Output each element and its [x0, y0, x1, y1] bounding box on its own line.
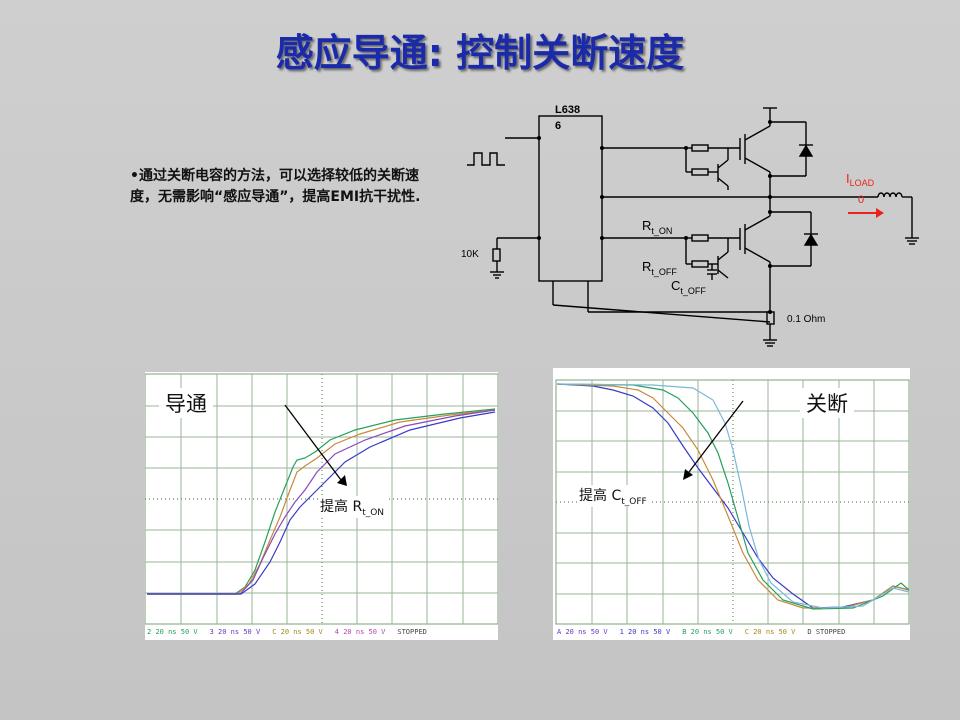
input-pulse-waveform: [467, 152, 505, 166]
scope-turn-off-plot: [555, 379, 910, 625]
scope-turn-off-footer: A 20 ns 50 V 1 20 ns 50 V B 20 ns 50 V C…: [557, 628, 846, 636]
annotation-arrow-toff: [688, 400, 744, 473]
trace-ton-blue: [147, 411, 496, 595]
junction-dots: [537, 120, 772, 314]
circuit-diagram: L638 6 10K Rt_ON Rt_OFF Ct_OFF ILOAD 0 0…: [461, 104, 919, 347]
trace-toff-light: [556, 383, 910, 609]
ic-label-line2: 6: [555, 120, 561, 132]
ic-label-line1: L638: [555, 104, 580, 116]
resistor-10k: [492, 248, 501, 262]
iload-zero: 0: [858, 194, 864, 206]
bullet-mark: •: [130, 168, 139, 184]
scope-turn-off-callout: 关断: [800, 388, 854, 418]
rton-label: Rt_ON: [642, 218, 672, 236]
trace-ton-green: [147, 408, 496, 595]
rtoff-label: Rt_OFF: [642, 259, 677, 277]
resistor-rton: [691, 234, 709, 242]
ctoff-label: Ct_OFF: [671, 278, 706, 296]
slide-title: 感应导通: 控制关断速度: [275, 31, 685, 75]
trace-toff-green: [556, 383, 910, 610]
bullet-text: 通过关断电容的方法，可以选择较低的关断速度，无需影响“感应导通”，提高EMI抗干…: [130, 168, 421, 205]
resistor-rtoff: [691, 260, 709, 268]
scope-turn-on-note: 提高 Rt_ON: [318, 496, 387, 518]
trace-ton-purple: [147, 409, 496, 595]
iload-label: ILOAD: [846, 171, 875, 188]
annotation-arrow-ton: [284, 404, 342, 481]
scope-turn-off-note: 提高 Ct_OFF: [577, 485, 649, 507]
shunt-label: 0.1 Ohm: [787, 314, 825, 325]
scope-turn-on-footer: 2 20 ns 50 V 3 20 ns 50 V C 20 ns 50 V 4…: [147, 628, 427, 636]
trace-toff-orange: [556, 383, 910, 609]
bullet-paragraph: •通过关断电容的方法，可以选择较低的关断速度，无需影响“感应导通”，提高EMI抗…: [130, 166, 440, 208]
scope-turn-off: 关断 提高 Ct_OFF A 20 ns 50 V 1 20 ns 50 V B…: [553, 368, 910, 640]
scope-turn-on: 导通 提高 Rt_ON 2 20 ns 50 V 3 20 ns 50 V C …: [145, 372, 498, 640]
driver-ic-body: [538, 115, 603, 282]
resistor-10k-label: 10K: [461, 249, 479, 260]
load-inductor: [877, 192, 903, 198]
trace-ton-orange: [147, 409, 496, 595]
scope-turn-on-callout: 导通: [159, 388, 213, 418]
